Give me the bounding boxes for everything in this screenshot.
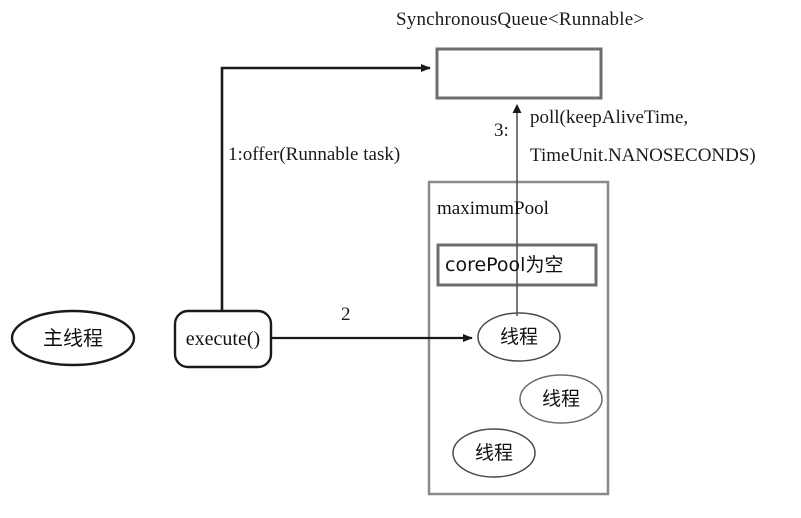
maximum-pool-label: maximumPool <box>437 198 549 219</box>
core-pool-label: corePool为空 <box>445 254 564 276</box>
main-thread-label: 主线程 <box>43 326 103 350</box>
edge-poll-label-line2: TimeUnit.NANOSECONDS) <box>530 145 756 166</box>
thread-label-1: 线程 <box>499 326 538 348</box>
edge-poll-label-line1: poll(keepAliveTime, <box>530 107 689 128</box>
edge-offer-path <box>220 64 431 311</box>
edge-offer-label: 1:offer(Runnable task) <box>228 144 401 165</box>
thread-label-2: 线程 <box>541 388 580 410</box>
execute-label: execute() <box>185 328 261 350</box>
queue-box-shape <box>435 47 603 100</box>
edge-execute-step-label: 2 <box>341 304 351 325</box>
edge-poll-step-label: 3: <box>494 120 509 141</box>
thread-label-3: 线程 <box>474 442 513 464</box>
queue-title: SynchronousQueue<Runnable> <box>396 9 645 30</box>
